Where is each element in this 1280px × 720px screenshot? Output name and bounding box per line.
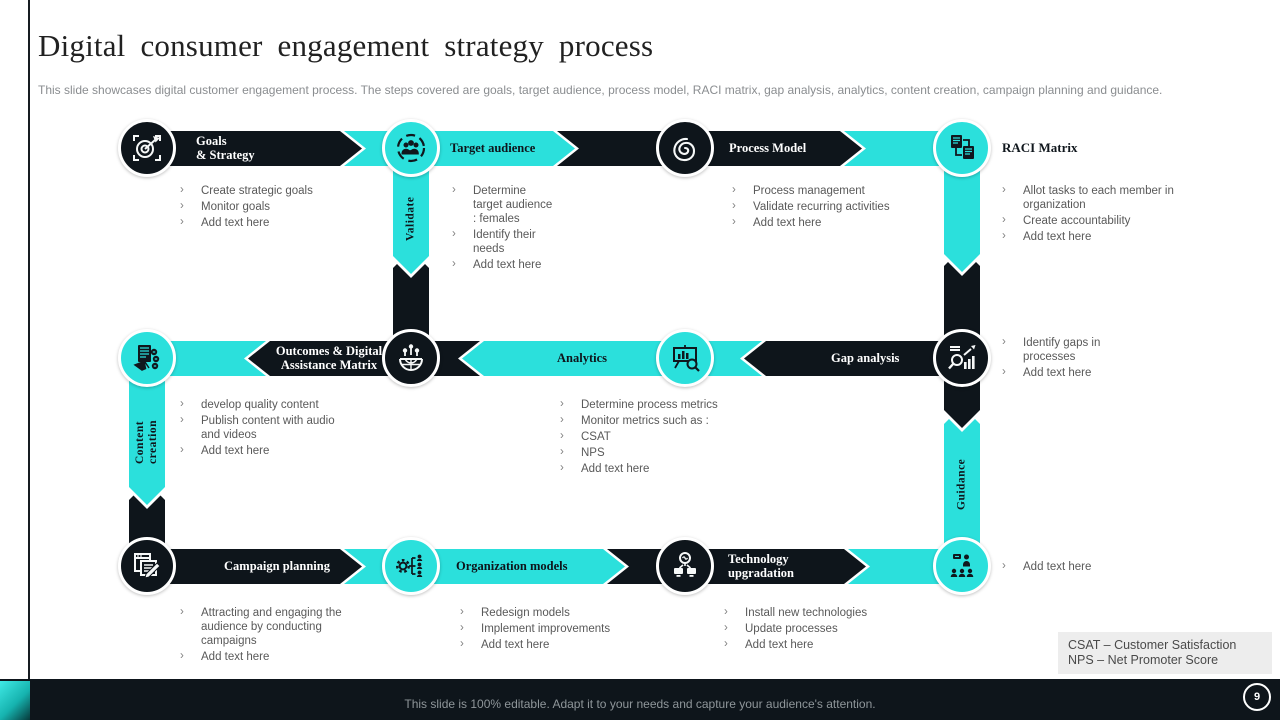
- list-item: Implement improvements: [458, 621, 643, 636]
- bullets-gap-analysis: Identify gaps in processes Add text here: [1000, 335, 1108, 382]
- content-megaphone-icon: [131, 342, 163, 374]
- label-campaign-planning: Campaign planning: [224, 559, 330, 573]
- list-item: Install new technologies: [722, 605, 897, 620]
- bullets-technology: Install new technologies Update processe…: [722, 605, 897, 654]
- legend-line: NPS – Net Promoter Score: [1068, 653, 1219, 667]
- ribbon-technology: [598, 549, 866, 584]
- globe-network-icon: [395, 342, 427, 374]
- target-icon: [131, 132, 163, 164]
- page-number-badge: 9: [1243, 683, 1271, 711]
- page-subtitle: This slide showcases digital customer en…: [38, 83, 1163, 97]
- bullets-final-step: Add text here: [1000, 559, 1120, 576]
- list-item: NPS: [558, 445, 743, 460]
- node-technology-upgradation: [656, 537, 714, 595]
- page-title: Digital consumer engagement strategy pro…: [38, 28, 654, 63]
- label-target-audience: Target audience: [450, 141, 536, 155]
- bullets-raci-matrix: Allot tasks to each member in organizati…: [1000, 183, 1190, 246]
- list-item: Create strategic goals: [178, 183, 338, 198]
- list-item: Determine target audience : females: [450, 183, 558, 226]
- list-item: Add text here: [1000, 559, 1120, 574]
- label-gap-analysis: Gap analysis: [831, 351, 900, 365]
- list-item: Add text here: [1000, 365, 1108, 380]
- bullets-campaign-planning: Attracting and engaging the audience by …: [178, 605, 356, 666]
- list-item: develop quality content: [178, 397, 350, 412]
- node-outcomes-matrix: [382, 329, 440, 387]
- bullets-organization-models: Redesign models Implement improvements A…: [458, 605, 643, 654]
- node-process-model: [656, 119, 714, 177]
- node-content-creation: [118, 329, 176, 387]
- connector-raci-gap-cyan: [944, 168, 980, 272]
- list-item: Identify gaps in processes: [1000, 335, 1108, 364]
- list-item: Add text here: [450, 257, 558, 272]
- list-item: Monitor goals: [178, 199, 338, 214]
- list-item: Attracting and engaging the audience by …: [178, 605, 356, 648]
- list-item: Add text here: [178, 215, 338, 230]
- bullets-goals: Create strategic goals Monitor goals Add…: [178, 183, 338, 232]
- planner-pencil-icon: [131, 550, 163, 582]
- gear-hierarchy-icon: [395, 550, 427, 582]
- label-guidance: Guidance: [955, 458, 968, 510]
- node-gap-analysis: [933, 329, 991, 387]
- connector-validate-cyan: [393, 168, 429, 274]
- list-item: Identify their needs: [450, 227, 558, 256]
- label-outcomes-matrix: Outcomes & Digital Assistance Matrix: [275, 344, 383, 372]
- list-item: Process management: [730, 183, 910, 198]
- list-item: Publish content with audio and videos: [178, 413, 350, 442]
- list-item: Validate recurring activities: [730, 199, 910, 214]
- presentation-chart-icon: [669, 342, 701, 374]
- list-item: Monitor metrics such as :: [558, 413, 743, 428]
- node-campaign-planning: [118, 537, 176, 595]
- list-item: Add text here: [178, 443, 350, 458]
- label-validate: Validate: [404, 196, 417, 242]
- label-raci-matrix: RACI Matrix: [1002, 140, 1078, 155]
- node-organization-models: [382, 537, 440, 595]
- list-item: CSAT: [558, 429, 743, 444]
- list-item: Add text here: [1000, 229, 1190, 244]
- list-item: Update processes: [722, 621, 897, 636]
- magnifier-chart-icon: [946, 342, 978, 374]
- list-item: Create accountability: [1000, 213, 1190, 228]
- bullets-content-creation: develop quality content Publish content …: [178, 397, 350, 460]
- label-organization-models: Organization models: [456, 559, 568, 573]
- bullets-analytics: Determine process metrics Monitor metric…: [558, 397, 743, 478]
- list-item: Allot tasks to each member in organizati…: [1000, 183, 1190, 212]
- brain-devices-icon: [669, 550, 701, 582]
- label-process-model: Process Model: [729, 141, 807, 155]
- list-item: Add text here: [458, 637, 643, 652]
- list-item: Add text here: [730, 215, 910, 230]
- ribbon-analytics: [462, 341, 762, 376]
- spiral-icon: [669, 132, 701, 164]
- list-item: Determine process metrics: [558, 397, 743, 412]
- list-item: Redesign models: [458, 605, 643, 620]
- label-technology-upgradation: Technology upgradation: [728, 552, 794, 580]
- legend-line: CSAT – Customer Satisfaction: [1068, 638, 1237, 652]
- list-item: Add text here: [722, 637, 897, 652]
- node-target-audience: [382, 119, 440, 177]
- footer-note: This slide is 100% editable. Adapt it to…: [404, 697, 876, 711]
- list-item: Add text here: [178, 649, 356, 664]
- label-goals-strategy: Goals & Strategy: [196, 134, 255, 162]
- node-goals: [118, 119, 176, 177]
- linked-documents-icon: [946, 132, 978, 164]
- ribbon-target-audience: [340, 131, 575, 166]
- legend-box: CSAT – Customer Satisfaction NPS – Net P…: [1058, 632, 1272, 674]
- bullets-target-audience: Determine target audience : females Iden…: [450, 183, 558, 274]
- ribbon-outcomes-matrix: [248, 341, 482, 376]
- label-content-creation: Content creation: [134, 419, 159, 465]
- bullets-process-model: Process management Validate recurring ac…: [730, 183, 910, 232]
- list-item: Add text here: [558, 461, 743, 476]
- connector-content-cyan: [129, 378, 165, 505]
- node-final-step: [933, 537, 991, 595]
- footer-accent-square: [0, 681, 30, 720]
- node-analytics: [656, 329, 714, 387]
- node-raci-matrix: [933, 119, 991, 177]
- audience-icon: [395, 132, 427, 164]
- label-analytics: Analytics: [557, 351, 607, 365]
- footer-bar: [0, 679, 1280, 720]
- ribbon-campaign-planning: [150, 549, 362, 584]
- meeting-icon: [946, 550, 978, 582]
- left-edge-rule: [28, 0, 30, 679]
- ribbon-goals: [150, 131, 362, 166]
